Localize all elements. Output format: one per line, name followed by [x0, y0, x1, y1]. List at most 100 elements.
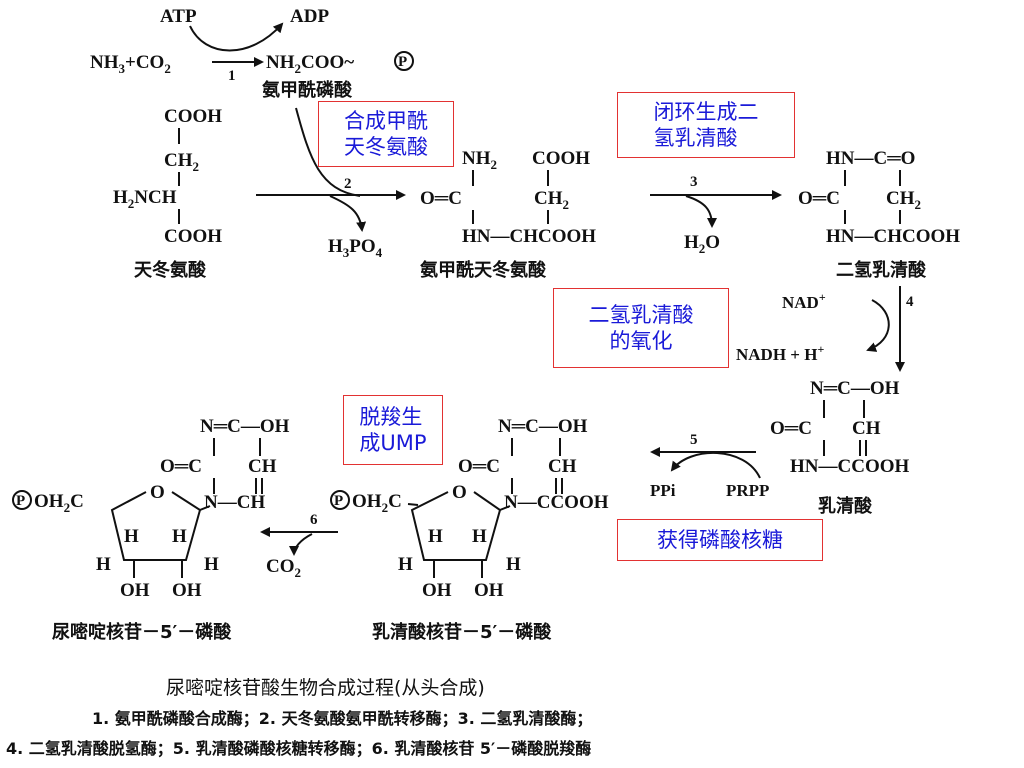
carbamoyl-aspartate-name: 氨甲酰天冬氨酸 — [420, 259, 547, 281]
enzyme-list-line-2: 4. 二氢乳清酸脱氢酶；5. 乳清酸磷酸核糖转移酶；6. 乳清酸核苷 5′－磷酸… — [6, 739, 591, 758]
step-1-number: 1 — [228, 68, 236, 84]
omp-phosphate-icon — [330, 490, 350, 510]
omp-oh1: OH — [422, 580, 452, 601]
omp-h1: H — [428, 526, 443, 547]
orotate-oc: O═C — [770, 418, 812, 439]
ump-oh2c: OH2C — [34, 491, 84, 515]
ump-ch: CH — [248, 456, 277, 477]
carbamoyl-aspartate-structure: NH2 COOH O═C CH2 HN—CHCOOH 氨甲酰天冬氨酸 — [420, 148, 596, 281]
omp-n-ccooh: N—CCOOH — [504, 492, 609, 513]
ump-n-ch: N—CH — [204, 492, 265, 513]
annotation-line: 的氧化 — [609, 329, 673, 353]
omp-top: N═C—OH — [498, 416, 588, 437]
annotation-line: 获得磷酸核糖 — [657, 528, 783, 552]
phosphate-circle-icon — [394, 51, 414, 71]
omp-h2: H — [472, 526, 487, 547]
aspartate-ch2: CH2 — [164, 150, 199, 174]
carbamoyl-phosphate-name: 氨甲酰磷酸 — [262, 79, 353, 101]
annotation-carbamoyl-aspartate: 合成甲酰天冬氨酸 — [318, 101, 454, 167]
annotation-ribose-phosphate: 获得磷酸核糖 — [617, 519, 823, 561]
nad-label: NAD+ — [782, 290, 826, 312]
aspartate-cooh-bottom: COOH — [164, 226, 222, 247]
annotation-line: 闭环生成二 — [653, 100, 759, 124]
bond — [407, 503, 419, 506]
ump-ribose-ring — [110, 491, 202, 561]
dihydroorotate-name: 二氢乳清酸 — [836, 259, 927, 281]
bond — [499, 505, 511, 511]
aspartate-name: 天冬氨酸 — [134, 259, 207, 281]
dho-oc: O═C — [798, 188, 840, 209]
ump-h4: H — [204, 554, 219, 575]
orotate-ch: CH — [852, 418, 881, 439]
annotation-line: 氢乳清酸 — [653, 126, 738, 150]
ump-oc: O═C — [160, 456, 202, 477]
omp-h3: H — [398, 554, 413, 575]
omp-structure: N═C—OH O═C CH N—CCOOH P OH2C O H H H H O… — [330, 416, 609, 643]
dihydroorotate-structure: HN—C═O O═C CH2 HN—CHCOOH 二氢乳清酸 — [798, 148, 960, 281]
ump-name: 尿嘧啶核苷－5′－磷酸 — [52, 621, 232, 643]
enzyme-list-line-1: 1. 氨甲酰磷酸合成酶；2. 天冬氨酸氨甲酰转移酶；3. 二氢乳清酸酶； — [92, 709, 592, 728]
step-5: 5 PPi PRPP — [650, 432, 769, 500]
dho-bottom: HN—CHCOOH — [826, 226, 960, 247]
omp-ch: CH — [548, 456, 577, 477]
annotation-line: 二氢乳清酸 — [588, 303, 694, 327]
orotate-bottom: HN—CCOOH — [790, 456, 910, 477]
step-2: 2 H3PO4 — [256, 107, 406, 260]
orotate-top: N═C—OH — [810, 378, 900, 399]
prpp-curve — [670, 451, 761, 479]
ca-nh2: NH2 — [462, 148, 497, 172]
step-5-number: 5 — [690, 432, 698, 448]
annotation-oxidation: 二氢乳清酸的氧化 — [553, 288, 729, 368]
orotate-structure: N═C—OH O═C CH HN—CCOOH 乳清酸 — [770, 378, 910, 517]
annotation-decarboxylation: 脱羧生成UMP — [343, 395, 443, 465]
omp-oh2: OH — [474, 580, 504, 601]
ca-oc: O═C — [420, 188, 462, 209]
h2o-label: H2O — [684, 232, 720, 256]
reaction-1: ATP ADP NH3+CO2 1 NH2COO~ P 氨甲酰磷酸 — [90, 6, 414, 101]
step-3: 3 H2O — [650, 174, 782, 256]
ump-oh1: OH — [120, 580, 150, 601]
ca-ch2: CH2 — [534, 188, 569, 212]
phosphate-release-curve — [329, 195, 367, 232]
phosphate-symbol: P — [398, 54, 407, 70]
omp-ribose-ring — [410, 491, 502, 561]
ump-h1: H — [124, 526, 139, 547]
orotate-name: 乳清酸 — [818, 495, 873, 517]
ump-top: N═C—OH — [200, 416, 290, 437]
omp-oc: O═C — [458, 456, 500, 477]
carbamoyl-phosphate-input-curve — [295, 107, 361, 197]
ppi-label: PPi — [650, 481, 676, 500]
annotation-ring-closure: 闭环生成二氢乳清酸 — [617, 92, 795, 158]
ump-phosphate-icon — [12, 490, 32, 510]
water-release-curve — [685, 195, 717, 228]
annotation-line: 天冬氨酸 — [344, 135, 428, 159]
omp-oh2c: OH2C — [352, 491, 402, 515]
annotation-line: 脱羧生 — [359, 405, 423, 429]
ump-h2: H — [172, 526, 187, 547]
omp-name: 乳清酸核苷－5′－磷酸 — [372, 621, 552, 643]
carbamoyl-phosphate-formula: NH2COO~ — [266, 52, 354, 76]
nh3-label: NH3+CO2 — [90, 52, 171, 76]
aspartate-cooh-top: COOH — [164, 106, 222, 127]
ca-cooh: COOH — [532, 148, 590, 169]
ump-phosphate-symbol: P — [16, 493, 25, 509]
ump-ring-o: O — [150, 482, 165, 503]
aspartate-h2nch: H2NCH — [113, 187, 177, 211]
co2-release-curve — [289, 533, 313, 556]
ump-h3: H — [96, 554, 111, 575]
adp-label: ADP — [290, 6, 329, 27]
ump-structure: N═C—OH O═C CH N—CH P OH2C O H H H H OH O… — [12, 416, 290, 643]
step-6-number: 6 — [310, 512, 318, 528]
nad-curve — [866, 299, 890, 352]
step-4: 4 NAD+ NADH + H+ — [736, 286, 914, 372]
step-3-number: 3 — [690, 174, 698, 190]
aspartate-structure: COOH CH2 H2NCH COOH 天冬氨酸 — [113, 106, 222, 281]
dho-top: HN—C═O — [826, 148, 915, 169]
omp-ring-o: O — [452, 482, 467, 503]
step-2-number: 2 — [344, 176, 352, 192]
atp-label: ATP — [160, 6, 197, 27]
atp-adp-arrow — [189, 22, 284, 52]
omp-h4: H — [506, 554, 521, 575]
